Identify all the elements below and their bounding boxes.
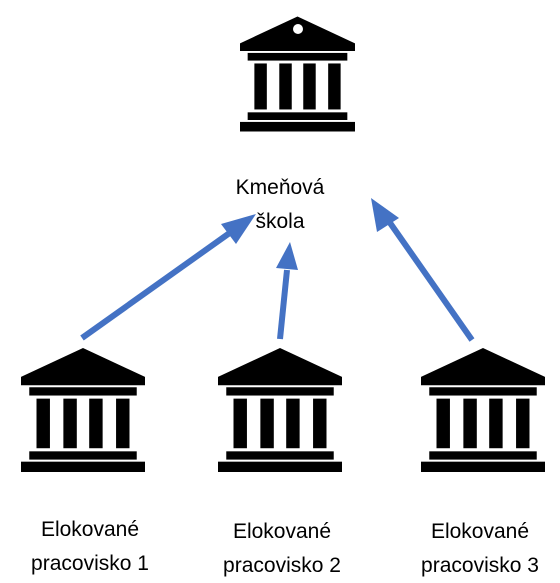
main-node-label-line1: Kmeňová bbox=[235, 176, 325, 199]
branch-3-label-line1: Elokované bbox=[430, 520, 530, 543]
arrow-branch-3-to-main bbox=[371, 198, 475, 342]
branch-3-label-line2: pracovisko 3 bbox=[421, 554, 539, 577]
branch-label-2: Elokované pracovisko 2 bbox=[192, 515, 372, 583]
branch-building-icon-2 bbox=[218, 348, 342, 472]
branch-2-label-line2: pracovisko 2 bbox=[223, 554, 341, 577]
branch-2-label-line1: Elokované bbox=[232, 520, 332, 543]
main-node-label: Kmeňová škola bbox=[205, 171, 355, 239]
branch-1-label-line1: Elokované bbox=[40, 518, 140, 541]
branch-label-1: Elokované pracovisko 1 bbox=[0, 513, 180, 581]
main-building-icon bbox=[240, 16, 355, 132]
branch-building-icon-3 bbox=[421, 348, 545, 472]
arrow-branch-1-to-main bbox=[80, 214, 256, 341]
branch-1-label-line2: pracovisko 1 bbox=[31, 552, 149, 575]
main-building-emblem bbox=[293, 24, 303, 34]
arrow-branch-2-to-main bbox=[276, 242, 298, 340]
branch-label-3: Elokované pracovisko 3 bbox=[400, 515, 560, 583]
main-node-label-line2: škola bbox=[255, 210, 305, 233]
branch-building-icon-1 bbox=[21, 348, 145, 472]
